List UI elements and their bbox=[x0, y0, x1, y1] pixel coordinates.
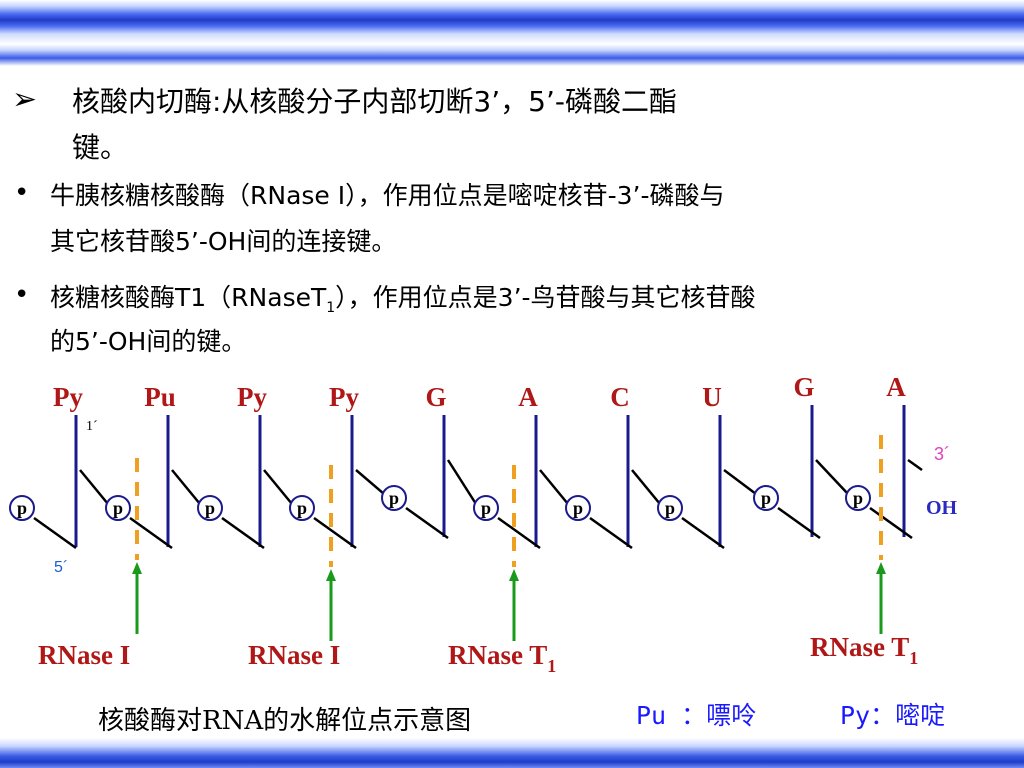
bullet-dot-icon: • bbox=[14, 280, 30, 310]
phosphate-circle bbox=[289, 495, 315, 521]
header-band bbox=[0, 0, 1024, 66]
phosphate-label: p bbox=[113, 498, 123, 518]
phosphodiester-line bbox=[313, 516, 357, 550]
phosphodiester-line bbox=[355, 469, 385, 495]
phosphate-circle bbox=[845, 485, 871, 511]
enzyme-label: RNase T1 bbox=[448, 640, 556, 676]
legend-pu: Pu ：嘌呤 bbox=[636, 701, 757, 730]
base-label: Py bbox=[329, 382, 359, 412]
enzyme-label: RNase T1 bbox=[810, 632, 918, 668]
terminal-line bbox=[907, 458, 923, 472]
arrow-head bbox=[876, 562, 886, 574]
base-label: Pu bbox=[144, 382, 176, 412]
phosphate-label: p bbox=[389, 488, 399, 508]
phosphodiester-line bbox=[129, 516, 173, 550]
diagram-caption: 核酸酶对RNA的水解位点示意图 bbox=[98, 706, 472, 736]
base-label: G bbox=[425, 382, 446, 412]
arrow-head bbox=[326, 569, 336, 581]
phosphodiester-line bbox=[405, 506, 449, 540]
phosphodiester-line bbox=[171, 469, 201, 505]
arrow-head bbox=[509, 569, 519, 581]
arrow-head bbox=[132, 562, 142, 574]
heading-line-1: 核酸内切酶:从核酸分子内部切断3’，5’-磷酸二酯 bbox=[72, 85, 677, 118]
enzyme-label: RNase I bbox=[38, 640, 130, 670]
phosphodiester-line bbox=[79, 469, 109, 505]
phosphate-label: p bbox=[17, 498, 27, 518]
phosphate-label: p bbox=[761, 488, 771, 508]
phosphodiester-line bbox=[497, 516, 541, 550]
label-oh: OH bbox=[926, 497, 958, 519]
label-3prime: 3´ bbox=[934, 444, 950, 464]
arrow-bullet-icon: ➢ bbox=[12, 82, 38, 117]
phosphate-circle bbox=[105, 495, 131, 521]
phosphodiester-line bbox=[221, 516, 265, 550]
base-label: G bbox=[793, 372, 814, 402]
phosphodiester-line bbox=[589, 516, 633, 550]
bullet2-line-2: 的5’-OH间的键。 bbox=[50, 327, 247, 356]
phosphodiester-line bbox=[631, 469, 661, 505]
enzyme-label: RNase I bbox=[248, 640, 340, 670]
phosphate-circle bbox=[9, 495, 35, 521]
base-label: Py bbox=[53, 382, 83, 412]
base-label: U bbox=[702, 382, 722, 412]
bullet1-line-1: 牛胰核糖核酸酶（RNase Ⅰ），作用位点是嘧啶核苷-3’-磷酸与 bbox=[50, 181, 725, 210]
base-label: Py bbox=[237, 382, 267, 412]
phosphate-circle bbox=[197, 495, 223, 521]
base-label: A bbox=[518, 382, 538, 412]
phosphate-label: p bbox=[297, 498, 307, 518]
phosphodiester-line bbox=[539, 469, 569, 505]
label-5prime: 5´ bbox=[54, 559, 68, 576]
phosphate-label: p bbox=[481, 498, 491, 518]
base-label: C bbox=[610, 382, 630, 412]
phosphodiester-line bbox=[446, 459, 478, 505]
phosphate-circle bbox=[753, 485, 779, 511]
label-1prime: 1´ bbox=[86, 419, 98, 434]
phosphodiester-line bbox=[777, 506, 821, 540]
phosphodiester-line bbox=[263, 469, 293, 505]
phosphodiester-line bbox=[723, 469, 757, 495]
base-label: A bbox=[886, 372, 906, 402]
phosphate-label: p bbox=[853, 488, 863, 508]
bullet2-line-1: 核糖核酸酶T1（RNaseT1），作用位点是3’-鸟苷酸与其它核苷酸 bbox=[50, 283, 756, 316]
heading-line-2: 键。 bbox=[72, 131, 129, 164]
phosphate-circle bbox=[565, 495, 591, 521]
phosphodiester-line bbox=[33, 516, 77, 550]
phosphodiester-line bbox=[681, 516, 725, 550]
phosphate-label: p bbox=[573, 498, 583, 518]
phosphate-circle bbox=[657, 495, 683, 521]
phosphodiester-line bbox=[815, 459, 849, 495]
phosphate-circle bbox=[473, 495, 499, 521]
bullet1-line-2: 其它核苷酸5’-OH间的连接键。 bbox=[50, 227, 397, 256]
phosphate-label: p bbox=[205, 498, 215, 518]
footer-band bbox=[0, 738, 1024, 768]
legend-py: Py：嘧啶 bbox=[840, 701, 946, 730]
phosphate-label: p bbox=[665, 498, 675, 518]
bullet-dot-icon: • bbox=[14, 178, 30, 208]
phosphodiester-line bbox=[869, 506, 913, 540]
phosphate-circle bbox=[381, 485, 407, 511]
